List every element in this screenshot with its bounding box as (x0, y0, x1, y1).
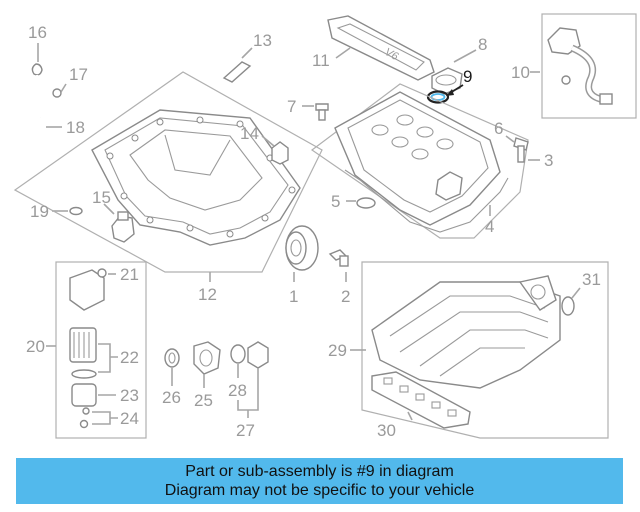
callout-22: 22 (120, 348, 139, 367)
valve-cover-assembly (310, 83, 540, 239)
oil-filter-box (46, 261, 147, 439)
callout-19: 19 (30, 202, 49, 221)
callout-2: 2 (341, 287, 350, 306)
callout-24: 24 (120, 409, 139, 428)
small-parts-top-center (222, 47, 329, 121)
pulley-and-bolt (285, 225, 349, 282)
callout-12: 12 (198, 285, 217, 304)
pcv-hose-box (530, 13, 637, 119)
callout-31: 31 (582, 270, 601, 289)
filler-cap-gasket-9 (426, 84, 464, 104)
callout-1: 1 (289, 287, 298, 306)
intake-manifold-box (350, 261, 609, 439)
callout-29: 29 (328, 341, 347, 360)
callout-28: 28 (228, 381, 247, 400)
callout-13: 13 (253, 31, 272, 50)
callout-17: 17 (69, 65, 88, 84)
callout-27: 27 (236, 421, 255, 440)
callout-26: 26 (162, 388, 181, 407)
callout-15: 15 (92, 188, 111, 207)
engine-cover: V6 (327, 15, 435, 81)
callout-labels: 1 2 3 4 5 6 7 8 9 10 11 12 13 14 15 16 1… (26, 23, 601, 440)
callout-9: 9 (463, 67, 472, 86)
callout-3: 3 (544, 151, 553, 170)
callout-4: 4 (485, 217, 494, 236)
callout-23: 23 (120, 386, 139, 405)
oil-filler-cap (431, 49, 477, 95)
callout-5: 5 (331, 192, 340, 211)
callout-16: 16 (28, 23, 47, 42)
callout-20: 20 (26, 337, 45, 356)
banner-line-2: Diagram may not be specific to your vehi… (164, 482, 475, 499)
dipstick-assembly (31, 43, 83, 216)
callout-6: 6 (494, 119, 503, 138)
callout-18: 18 (66, 118, 85, 137)
callout-8: 8 (478, 35, 487, 54)
parts-diagram: V6 (13, 13, 637, 440)
banner-line-1: Part or sub-assembly is #9 in diagram (185, 463, 454, 480)
callout-25: 25 (194, 391, 213, 410)
callout-11: 11 (312, 51, 330, 70)
part-info-banner: Part or sub-assembly is #9 in diagram Di… (16, 458, 623, 504)
callout-14: 14 (240, 124, 259, 143)
small-parts-bottom (164, 341, 269, 418)
callout-30: 30 (377, 421, 396, 440)
callout-10: 10 (511, 63, 530, 82)
callout-21: 21 (120, 265, 139, 284)
callout-7: 7 (287, 97, 296, 116)
oil-pan-assembly (13, 71, 323, 282)
cover-logo-text: V6 (383, 46, 401, 63)
